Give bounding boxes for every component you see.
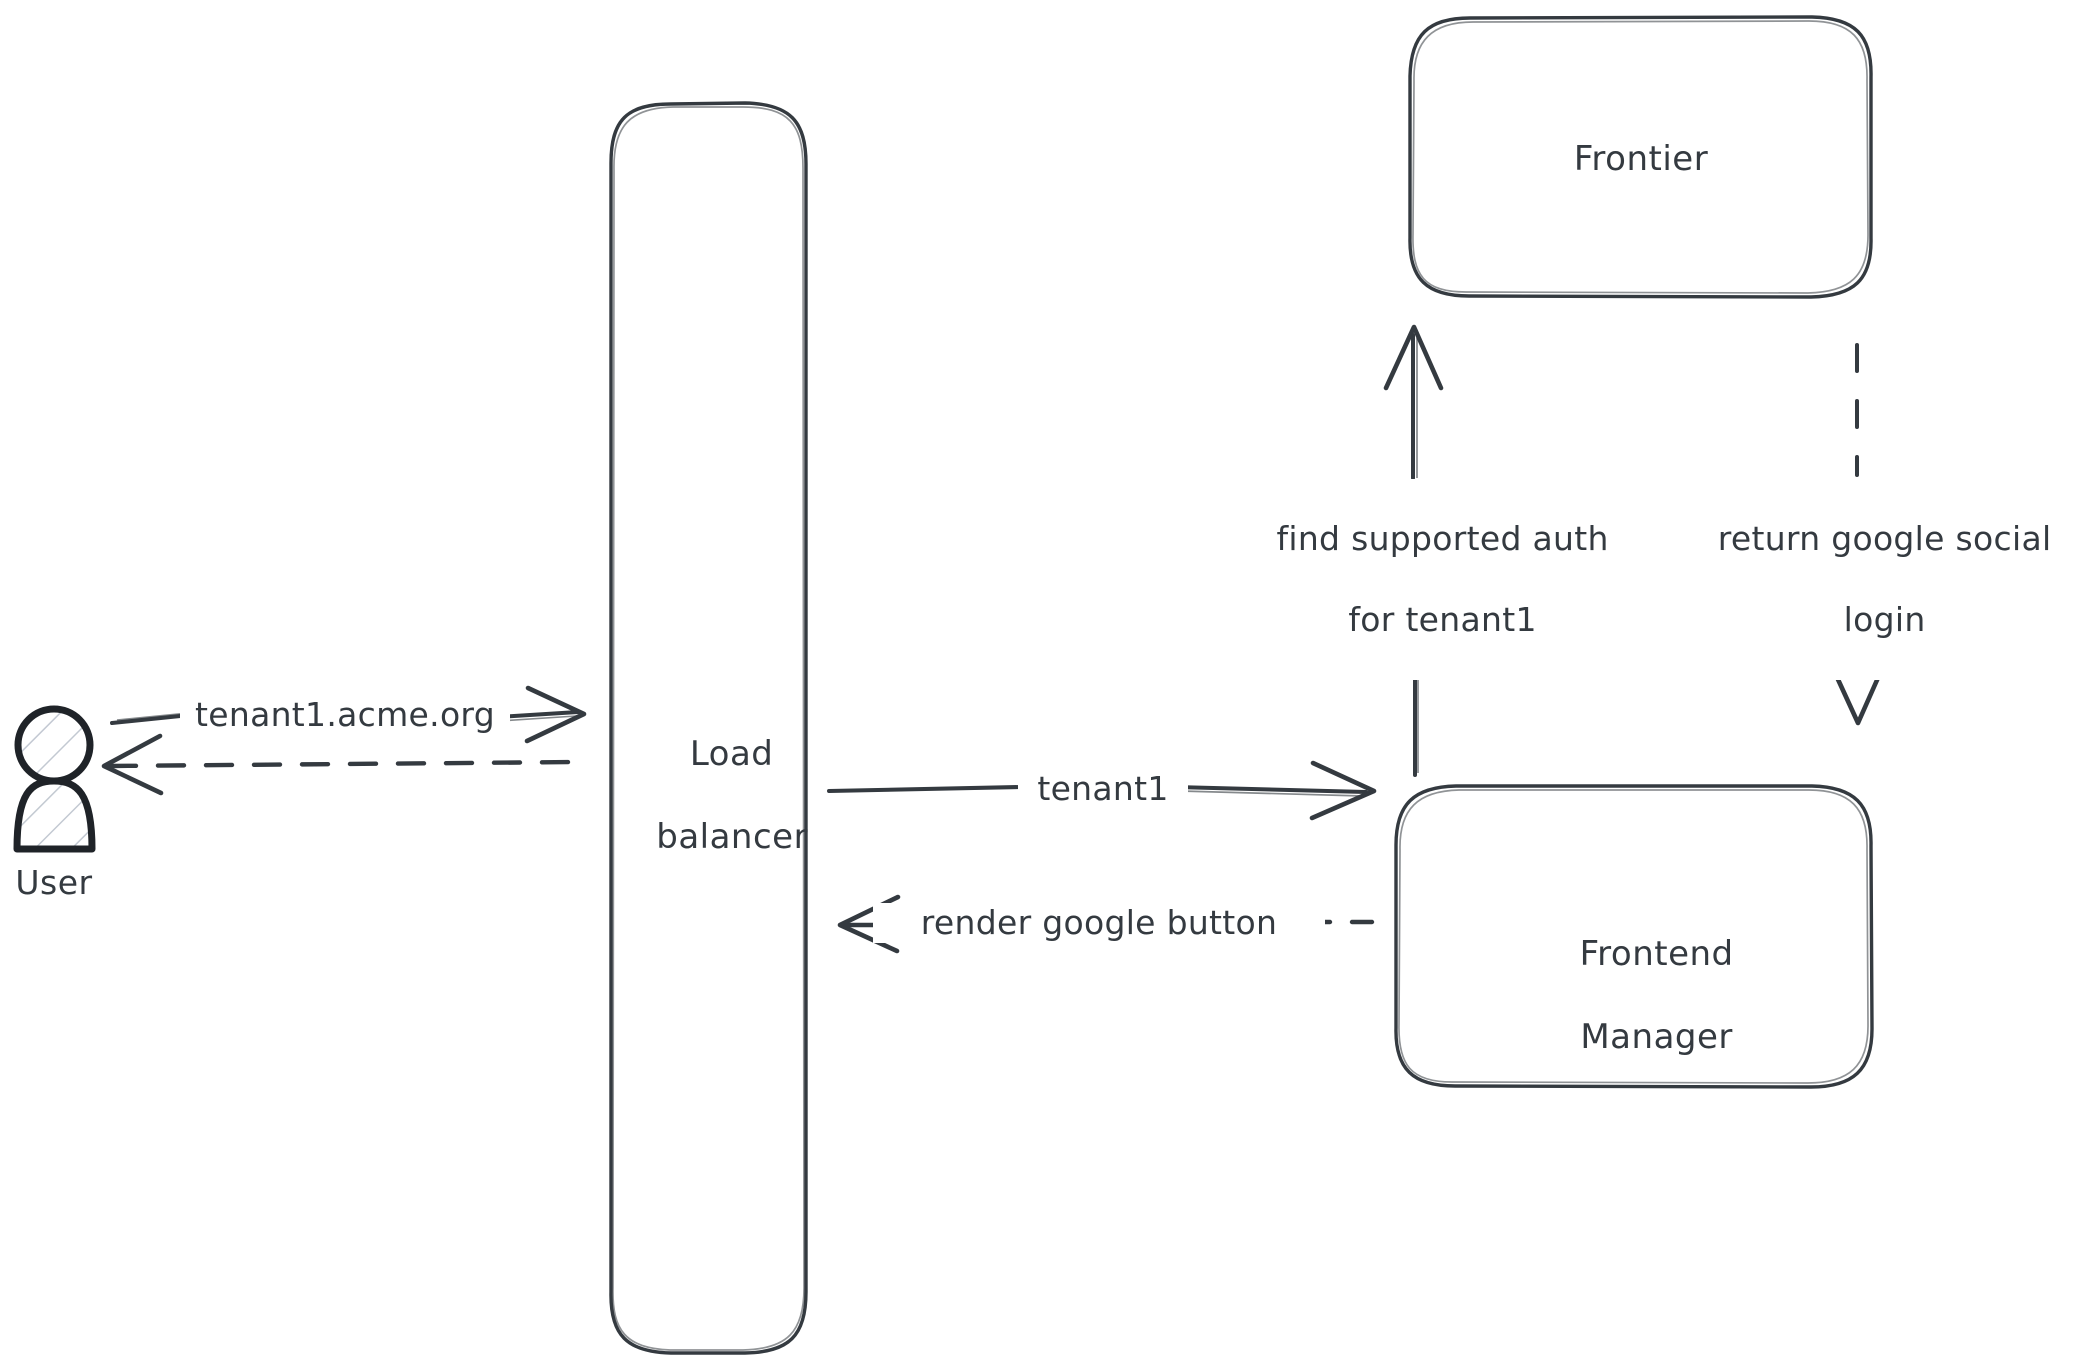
node-frontier-shape <box>1408 15 1873 299</box>
node-frontend-manager-shape <box>1394 784 1874 1089</box>
node-load-balancer-shape <box>609 101 808 1355</box>
edge-frontier-to-fm <box>1827 343 1888 726</box>
edge-user-to-lb <box>110 685 587 744</box>
user-actor-icon <box>13 705 96 853</box>
edge-fm-to-lb <box>837 894 1375 954</box>
edge-lb-to-user <box>101 733 583 796</box>
edge-fm-to-frontier <box>1383 324 1444 777</box>
edge-lb-to-fm <box>827 760 1377 821</box>
